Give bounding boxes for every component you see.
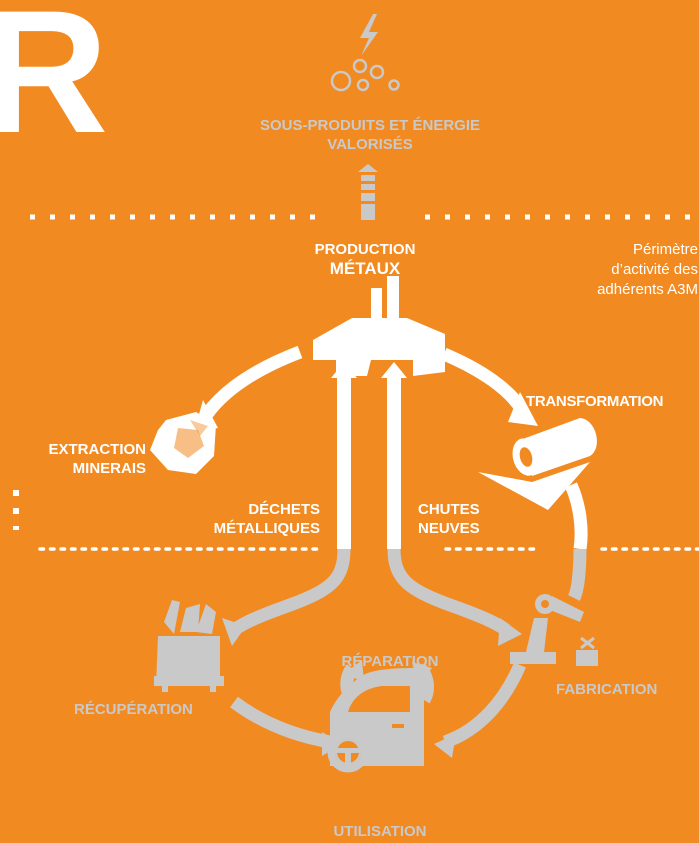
production-label: PRODUCTION MÉTAUX [290,240,440,278]
recycle-channels-white [331,362,407,549]
robot-arm-icon [510,594,598,666]
perimeter-line1: Périmètre [632,241,698,258]
scrap-bin-icon [154,600,224,692]
extraction-line2: MINERAIS [72,460,146,477]
production-line1: PRODUCTION [314,241,416,258]
arrowhead-transformation [508,392,538,426]
chutes-line2: NEUVES [418,520,480,537]
extraction-line1: EXTRACTION [48,441,147,458]
logo-letter: R [0,0,108,170]
chutes-line1: CHUTES [418,501,480,518]
chutes-label: CHUTES NEUVES [418,500,538,538]
byproducts-line1: SOUS-PRODUITS ET ÉNERGIE [259,117,481,134]
transformation-label: TRANSFORMATION [526,393,664,410]
dechets-line1: DÉCHETS [248,501,320,518]
utilisation-label: UTILISATION [333,823,427,840]
lightning-bubbles-icon [330,14,400,92]
factory-icon [313,276,445,376]
production-line2: MÉTAUX [329,259,401,278]
perimeter-label: Périmètre d’activité des adhérents A3M [548,240,698,300]
reparation-label: RÉPARATION [341,653,439,670]
arrowhead-fabrication-in [498,618,522,646]
extraction-label: EXTRACTION MINERAIS [16,440,147,478]
perimeter-line2: d’activité des [611,261,698,278]
dechets-line2: MÉTALLIQUES [213,520,320,537]
fabrication-label: FABRICATION [556,681,658,698]
recuperation-label: RÉCUPÉRATION [74,701,193,718]
byproducts-label: SOUS-PRODUITS ET ÉNERGIE VALORISÉS [220,116,520,154]
arrowhead-reparation-left [344,660,364,682]
byproducts-line2: VALORISÉS [327,136,413,153]
steering-wheel-icon [327,731,369,773]
dechets-label: DÉCHETS MÉTALLIQUES [180,500,320,538]
ore-rock-icon [150,412,216,474]
upward-arrow [358,164,378,220]
arrowhead-utilisation-right [434,734,456,758]
arrowhead-recuperation [222,618,246,646]
perimeter-line3: adhérents A3M [597,281,698,298]
cycle-arrows-grey [230,548,587,749]
metal-roll-icon [478,418,597,510]
